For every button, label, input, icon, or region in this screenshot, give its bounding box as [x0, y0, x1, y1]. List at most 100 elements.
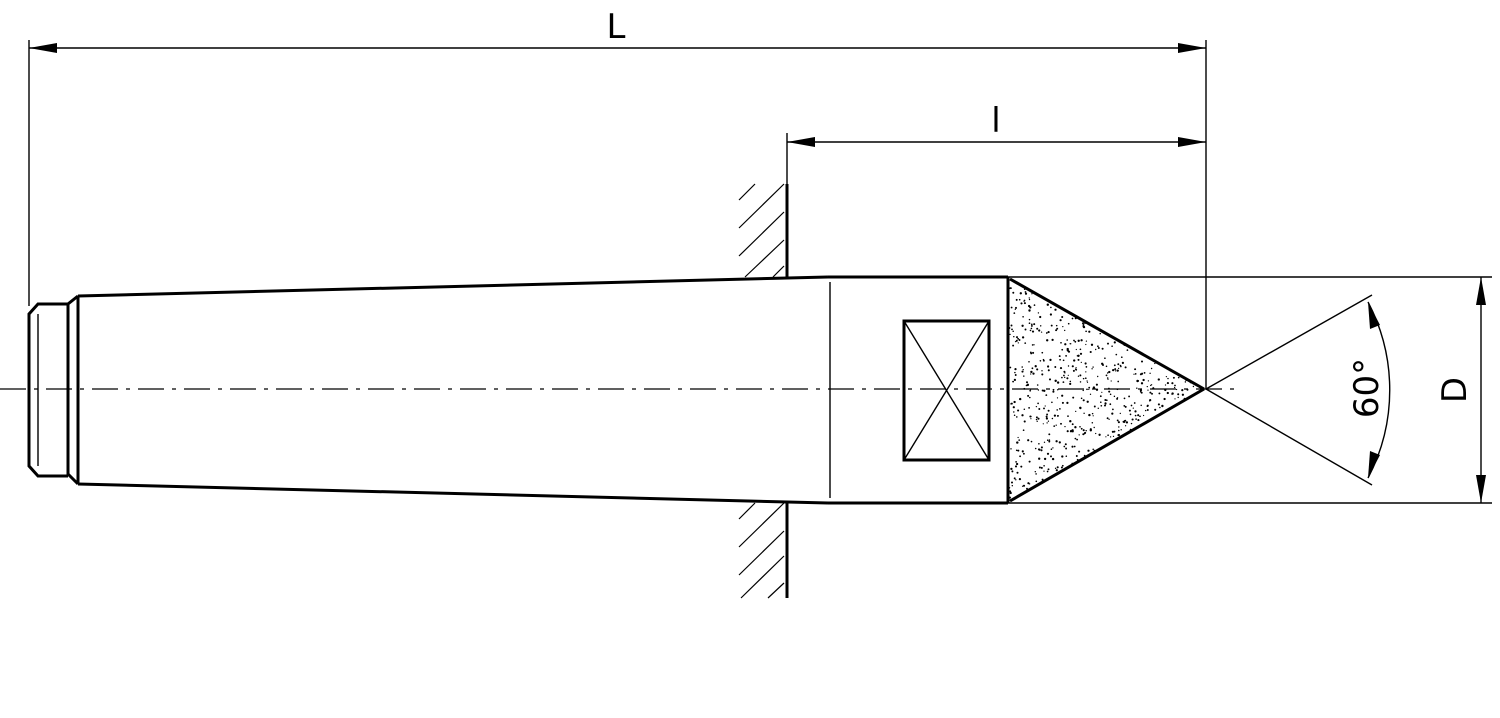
speckle-dot [1069, 279, 1071, 281]
speckle-dot [1120, 356, 1123, 359]
speckle-dot [1162, 347, 1166, 350]
speckle-dot [1082, 389, 1084, 392]
speckle-dot [1111, 412, 1114, 415]
speckle-dot [1180, 283, 1183, 287]
speckle-dot [1109, 403, 1112, 406]
speckle-dot [1034, 365, 1037, 368]
speckle-dot [1185, 283, 1188, 286]
l-arrow-right [1178, 137, 1206, 147]
speckle-dot [1101, 347, 1104, 350]
speckle-dot [1135, 284, 1138, 288]
speckle-dot [1166, 343, 1169, 346]
speckle-dot [1078, 450, 1081, 453]
speckle-dot [1066, 339, 1068, 341]
speckle-dot [1130, 472, 1134, 475]
speckle-dot [1146, 350, 1149, 353]
speckle-dot [1131, 418, 1134, 421]
speckle-dot [1108, 315, 1110, 317]
speckle-dot [1130, 455, 1133, 458]
speckle-dot [1168, 333, 1170, 335]
speckle-dot [1008, 464, 1010, 467]
speckle-dot [1141, 431, 1144, 433]
speckle-dot [1041, 373, 1044, 376]
speckle-dot [1151, 467, 1154, 470]
speckle-dot [1012, 330, 1014, 332]
speckle-dot [1143, 372, 1146, 374]
speckle-dot [1079, 426, 1081, 428]
speckle-dot [1101, 289, 1104, 291]
speckle-dot [1046, 339, 1049, 342]
speckle-dot [1119, 412, 1121, 415]
speckle-dot [1199, 297, 1201, 300]
speckle-dot [1172, 484, 1176, 487]
speckle-dot [1199, 323, 1202, 325]
speckle-dot [1114, 469, 1117, 473]
speckle-dot [1008, 287, 1011, 290]
speckle-dot [1036, 384, 1039, 386]
speckle-dot [1107, 293, 1110, 296]
speckle-dot [1091, 368, 1093, 370]
speckle-dot [1032, 372, 1035, 375]
speckle-dot [1013, 312, 1016, 314]
speckle-dot [1125, 298, 1128, 301]
speckle-dot [1159, 434, 1162, 437]
speckle-dot [1153, 446, 1157, 449]
speckle-dot [1093, 426, 1095, 429]
speckle-dot [1088, 295, 1090, 298]
speckle-dot [1173, 477, 1175, 480]
speckle-dot [1173, 410, 1175, 413]
speckle-dot [1105, 365, 1108, 368]
speckle-dot [1197, 432, 1199, 434]
speckle-dot [1071, 317, 1074, 320]
speckle-dot [1015, 339, 1018, 342]
angle-arrow-upper [1368, 302, 1380, 329]
speckle-dot [1105, 461, 1108, 464]
speckle-dot [1124, 318, 1127, 320]
speckle-dot [1156, 437, 1158, 439]
speckle-dot [1198, 438, 1201, 441]
speckle-dot [1181, 365, 1184, 368]
speckle-dot [1027, 304, 1031, 308]
speckle-dot [1018, 298, 1021, 301]
speckle-dot [1113, 364, 1116, 367]
speckle-dot [1053, 492, 1056, 495]
L-arrow-right [1178, 43, 1206, 53]
speckle-dot [1022, 484, 1026, 487]
speckle-dot [1141, 372, 1144, 375]
speckle-dot [1047, 409, 1050, 412]
speckle-dot [1093, 472, 1096, 475]
speckle-dot [1060, 476, 1063, 480]
speckle-dot [1054, 379, 1057, 382]
speckle-dot [1178, 338, 1181, 341]
speckle-dot [1129, 337, 1131, 339]
speckle-dot [1167, 491, 1171, 494]
speckle-dot [1027, 482, 1030, 485]
speckle-dot [1097, 345, 1099, 348]
speckle-dot [1124, 300, 1126, 303]
speckle-dot [1098, 279, 1100, 280]
speckle-dot [1014, 340, 1017, 343]
speckle-dot [1101, 391, 1103, 393]
speckle-dot [1048, 292, 1051, 295]
speckle-dot [1035, 416, 1038, 419]
speckle-dot [1012, 344, 1015, 347]
speckle-dot [1100, 401, 1102, 403]
speckle-dot [1041, 370, 1043, 372]
speckle-dot [1132, 454, 1135, 457]
speckle-dot [1183, 316, 1185, 319]
speckle-dot [1157, 295, 1159, 297]
speckle-dot [1113, 322, 1116, 325]
speckle-dot [1162, 338, 1165, 341]
speckle-dot [1167, 307, 1170, 310]
speckle-dot [1018, 478, 1022, 481]
speckle-dot [1119, 489, 1122, 492]
speckle-dot [1051, 457, 1055, 461]
speckle-dot [1154, 453, 1157, 455]
speckle-dot [1167, 361, 1170, 365]
speckle-dot [1030, 415, 1032, 418]
speckle-dot [1093, 405, 1096, 408]
speckle-dot [1009, 366, 1012, 369]
speckle-dot [1141, 461, 1144, 464]
speckle-dot [1010, 306, 1013, 309]
speckle-dot [1132, 306, 1135, 308]
